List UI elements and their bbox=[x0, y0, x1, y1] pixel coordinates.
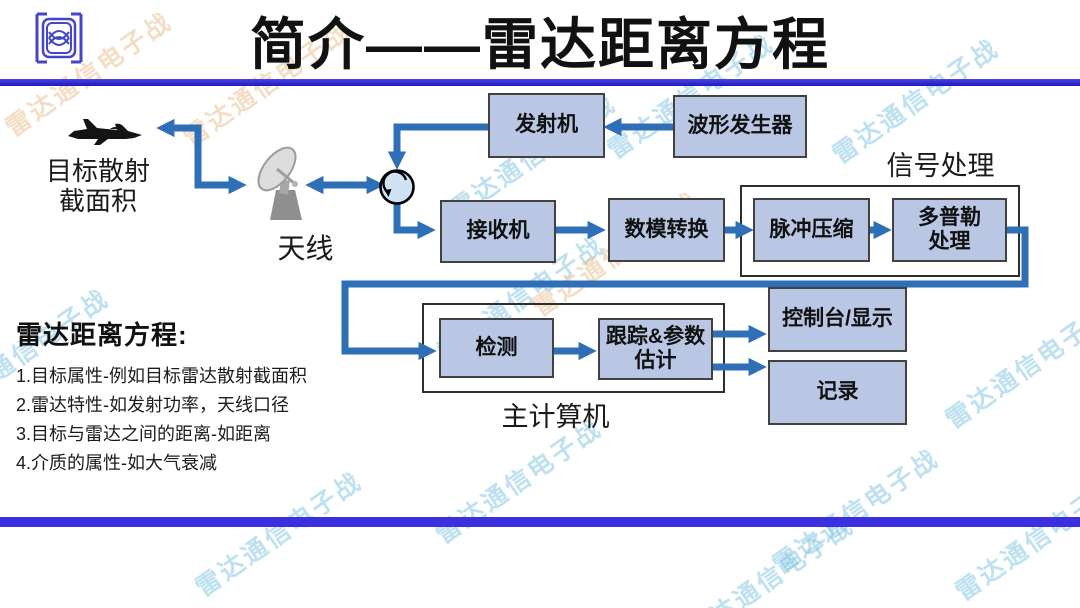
fighter-jet-icon bbox=[68, 119, 142, 145]
notes-item-4: 4.介质的属性-如大气衰减 bbox=[16, 453, 218, 473]
block-adc: 数模转换 bbox=[608, 198, 725, 262]
block-detection: 检测 bbox=[439, 318, 554, 378]
notes-heading: 雷达距离方程: bbox=[16, 320, 188, 350]
footer-line bbox=[0, 517, 1080, 527]
title-divider-line bbox=[0, 79, 1080, 86]
label-main-computer: 主计算机 bbox=[501, 402, 610, 432]
block-transmitter: 发射机 bbox=[488, 93, 605, 158]
block-pulse-compression: 脉冲压缩 bbox=[753, 198, 870, 262]
notes-item-2: 2.雷达特性-如发射功率，天线口径 bbox=[16, 395, 290, 415]
circulator-icon bbox=[379, 169, 415, 205]
label-target-rcs: 目标散射 截面积 bbox=[45, 156, 150, 216]
notes-item-3: 3.目标与雷达之间的距离-如距离 bbox=[16, 424, 272, 444]
label-antenna: 天线 bbox=[277, 233, 334, 264]
block-doppler-processing: 多普勒 处理 bbox=[892, 198, 1007, 262]
label-signal-processing: 信号处理 bbox=[886, 151, 995, 181]
block-tracking-estimation: 跟踪&参数 估计 bbox=[598, 318, 713, 380]
block-recording: 记录 bbox=[768, 360, 907, 425]
notes-item-1: 1.目标属性-例如目标雷达散射截面积 bbox=[16, 366, 308, 386]
block-console-display: 控制台/显示 bbox=[768, 287, 907, 352]
radar-equation-notes: 雷达距离方程: 1.目标属性-例如目标雷达散射截面积 2.雷达特性-如发射功率，… bbox=[16, 315, 307, 478]
block-receiver: 接收机 bbox=[440, 200, 556, 263]
page-title: 简介——雷达距离方程 bbox=[250, 13, 830, 76]
dish-antenna-icon bbox=[257, 146, 302, 220]
school-seal-logo-icon bbox=[35, 12, 83, 64]
block-waveform-generator: 波形发生器 bbox=[673, 95, 807, 158]
